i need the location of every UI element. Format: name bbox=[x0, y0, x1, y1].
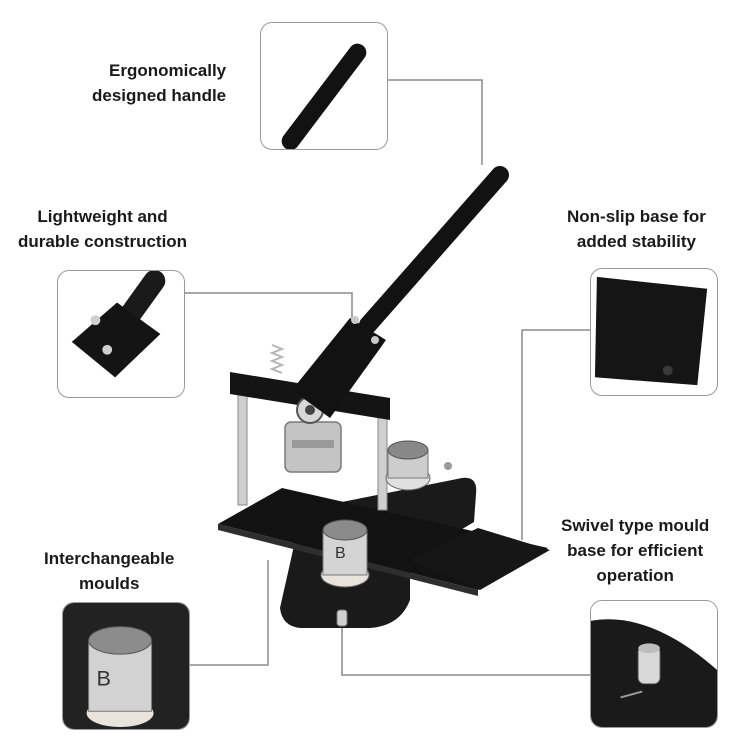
front-die-letter: B bbox=[335, 545, 346, 562]
spring bbox=[269, 344, 285, 374]
label-handle-line2: designed handle bbox=[92, 86, 227, 105]
inset-swivel-closeup bbox=[590, 600, 718, 728]
label-swivel-line2: base for efficient bbox=[567, 541, 704, 560]
inset-handle-closeup bbox=[260, 22, 388, 150]
label-handle: Ergonomically designed handle bbox=[92, 58, 226, 108]
label-moulds-line2: moulds bbox=[78, 574, 140, 593]
inset-construction-closeup bbox=[57, 270, 185, 398]
label-construction: Lightweight and durable construction bbox=[18, 204, 187, 254]
arm-link bbox=[292, 318, 386, 418]
label-moulds: Interchangeable moulds bbox=[44, 546, 174, 596]
label-construction-line1: Lightweight and bbox=[37, 207, 168, 226]
label-base: Non-slip base for added stability bbox=[567, 204, 706, 254]
stopper-pin bbox=[336, 609, 348, 627]
right-column bbox=[377, 404, 388, 511]
label-base-line2: added stability bbox=[576, 232, 696, 251]
label-handle-line1: Ergonomically bbox=[109, 61, 227, 80]
left-column bbox=[237, 384, 248, 506]
inset-moulds-closeup: B bbox=[62, 602, 190, 730]
base-extension bbox=[410, 528, 550, 590]
label-base-line1: Non-slip base for bbox=[567, 207, 706, 226]
label-construction-line2: durable construction bbox=[18, 232, 188, 251]
inset-base-closeup bbox=[590, 268, 718, 396]
label-moulds-line1: Interchangeable bbox=[44, 549, 175, 568]
label-swivel-line1: Swivel type mould bbox=[561, 516, 710, 535]
inset-die-letter: B bbox=[96, 666, 110, 691]
label-swivel: Swivel type mould base for efficient ope… bbox=[561, 513, 709, 588]
label-swivel-line3: operation bbox=[596, 566, 674, 585]
handle-lever bbox=[359, 166, 509, 334]
